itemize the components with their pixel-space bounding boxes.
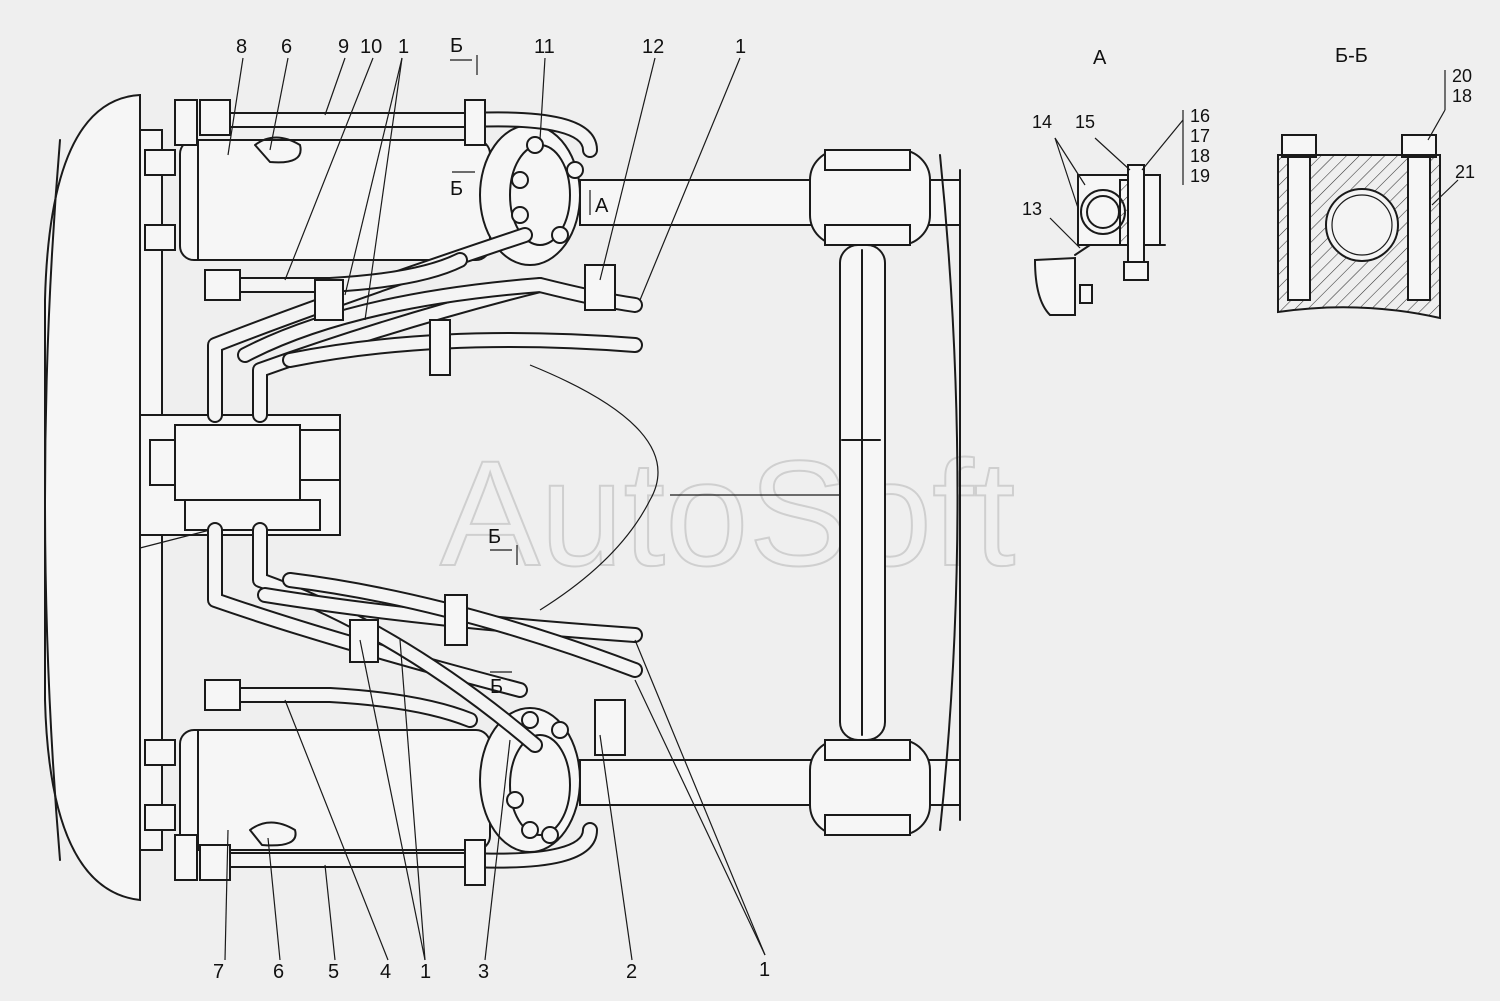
section-marker-middle: Б: [488, 526, 501, 548]
callout-8: 8: [236, 36, 247, 58]
upper-cylinder: [144, 99, 584, 266]
watermark-text: AutoSoft: [440, 429, 1015, 597]
callout-9: 9: [338, 36, 349, 58]
lower-cylinder: [144, 707, 581, 881]
callout-18-a: 18: [1190, 146, 1210, 166]
detail-view-a: А 14 15 16 17 18 19 13: [1022, 47, 1210, 316]
callout-13: 13: [1022, 199, 1042, 219]
callout-12: 12: [642, 36, 664, 58]
lower-pipes: [199, 522, 643, 886]
callouts-top: 8 6 9 10 1 11 12 1: [236, 36, 746, 58]
callout-1-top-left: 1: [398, 36, 409, 58]
callout-18-bb: 18: [1452, 86, 1472, 106]
section-bb-title: Б-Б: [1335, 45, 1368, 67]
callout-4: 4: [380, 961, 391, 983]
section-marker-lower: Б: [490, 676, 503, 698]
section-marker-top: Б: [450, 35, 463, 57]
callout-21: 21: [1455, 162, 1475, 182]
axle-arms: [579, 149, 961, 836]
leader-lines: [224, 57, 766, 961]
callout-3: 3: [478, 961, 489, 983]
callout-11: 11: [534, 36, 555, 58]
callout-5: 5: [328, 961, 339, 983]
callout-1-bottom-left: 1: [420, 961, 431, 983]
callout-16: 16: [1190, 106, 1210, 126]
callout-10: 10: [360, 36, 382, 58]
callout-1-top-right: 1: [735, 36, 746, 58]
callout-1-bottom-right: 1: [759, 959, 770, 981]
callout-20: 20: [1452, 66, 1472, 86]
section-view-bb: Б-Б 20 18 21: [1277, 45, 1475, 320]
callout-6-bottom: 6: [273, 961, 284, 983]
callout-7: 7: [213, 961, 224, 983]
callout-6-top: 6: [281, 36, 292, 58]
callout-14: 14: [1032, 112, 1052, 132]
callout-15: 15: [1075, 112, 1095, 132]
callout-2: 2: [626, 961, 637, 983]
upper-pipes: [199, 99, 643, 423]
detail-marker-a: А: [595, 195, 609, 217]
detail-a-title: А: [1093, 47, 1107, 69]
callout-17: 17: [1190, 126, 1210, 146]
callout-19: 19: [1190, 166, 1210, 186]
callouts-bottom: 7 6 5 4 1 3 2 1: [213, 959, 770, 983]
section-marker-upper: Б: [450, 178, 463, 200]
section-markers: Б Б А Б Б: [450, 35, 609, 698]
